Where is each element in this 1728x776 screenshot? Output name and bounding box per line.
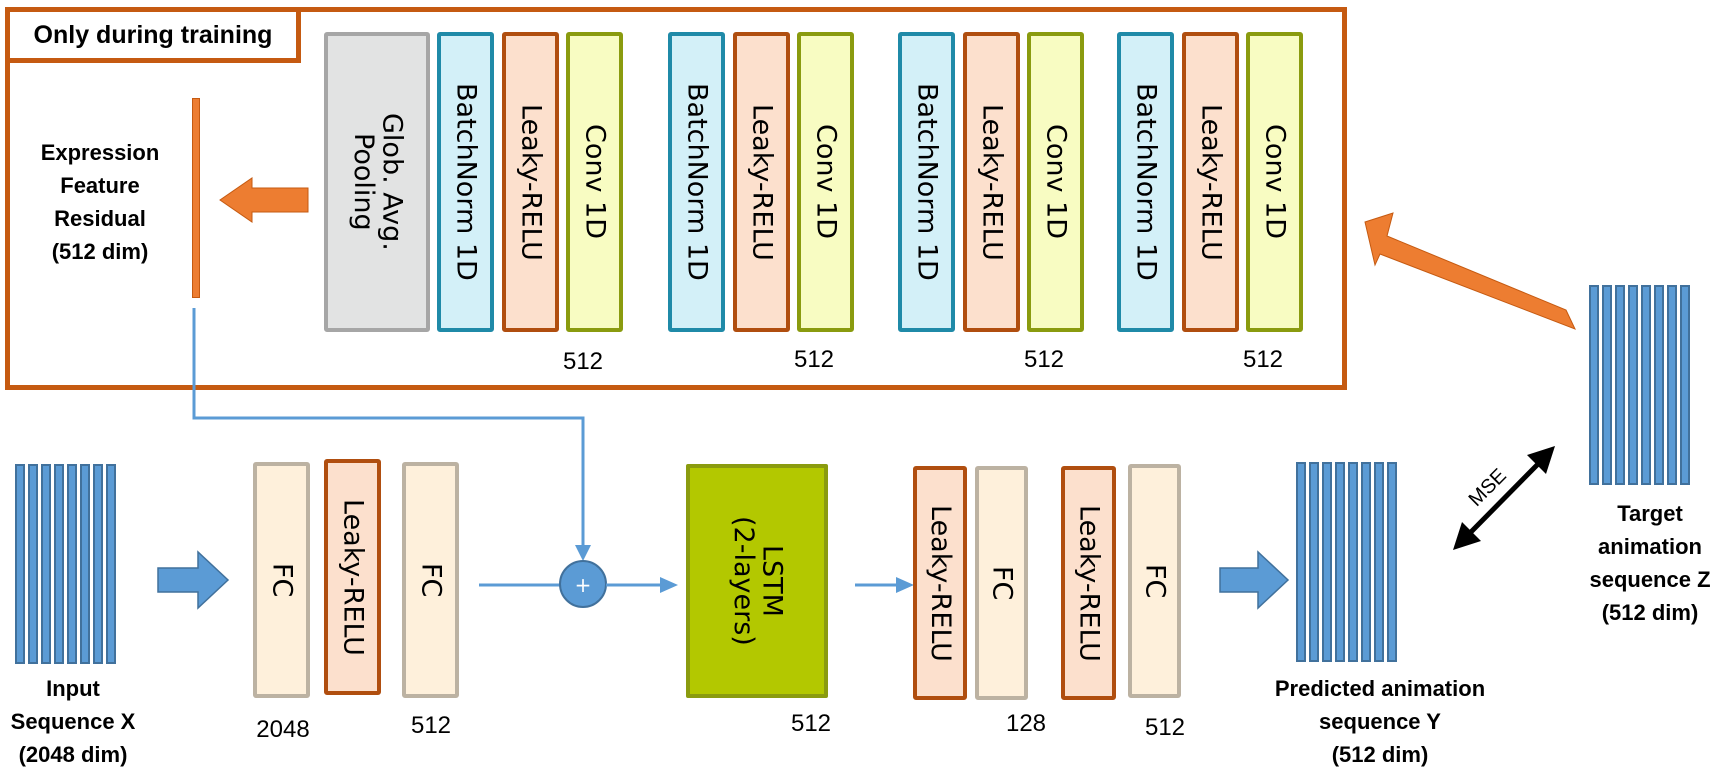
fc-text: FC xyxy=(986,565,1018,601)
sequence-frame-bar xyxy=(1361,462,1371,662)
conv1d-text: Conv 1D xyxy=(579,124,611,240)
lstm-to-decoder-arrowhead xyxy=(896,577,914,593)
mse-arrowhead-bottom xyxy=(1453,522,1481,550)
encoder-dim2-label: 512 xyxy=(410,712,452,739)
conv-dim-label: 512 xyxy=(793,346,835,373)
sequence-frame-bar xyxy=(1589,285,1599,485)
batchnorm-layer: BatchNorm 1D xyxy=(437,32,494,332)
sequence-frame-bar xyxy=(1348,462,1358,662)
sequence-frame-bar xyxy=(28,464,38,664)
target-to-training-arrow xyxy=(1364,212,1576,330)
batchnorm-text: BatchNorm 1D xyxy=(1130,83,1162,281)
sequence-frame-bar xyxy=(93,464,103,664)
sequence-frame-bar xyxy=(1296,462,1306,662)
conv1d-layer: Conv 1D xyxy=(1027,32,1084,332)
batchnorm-layer: BatchNorm 1D xyxy=(1117,32,1174,332)
fc-text: FC xyxy=(266,562,298,598)
training-only-title: Only during training xyxy=(5,7,301,63)
input-sequence-label: Input Sequence X (2048 dim) xyxy=(10,676,136,767)
predicted-sequence-y xyxy=(1296,462,1400,662)
encoder-fc2-layer: FC xyxy=(402,462,459,698)
decoder-fc2-layer: FC xyxy=(1128,464,1181,698)
target-sequence-label: Target animation sequence Z (512 dim) xyxy=(1589,501,1711,625)
sequence-frame-bar xyxy=(1387,462,1397,662)
output-arrow xyxy=(1219,550,1290,610)
conv1d-text: Conv 1D xyxy=(810,124,842,240)
mse-arrowhead-top xyxy=(1527,446,1555,474)
decoder-leaky-relu1-layer: Leaky-RELU xyxy=(913,466,967,700)
conv1d-layer: Conv 1D xyxy=(797,32,854,332)
sequence-frame-bar xyxy=(1615,285,1625,485)
pooling-to-residual-arrow xyxy=(219,177,309,223)
expression-feature-residual-label: Expression Feature Residual (512 dim) xyxy=(40,140,160,264)
conv1d-text: Conv 1D xyxy=(1259,124,1291,240)
batchnorm-layer: BatchNorm 1D xyxy=(668,32,725,332)
residual-vector xyxy=(192,98,200,298)
encoder-leaky-relu-layer: Leaky-RELU xyxy=(324,459,381,695)
residual-skip-arrowhead xyxy=(575,545,591,561)
decoder-fc1-layer: FC xyxy=(975,466,1028,700)
sequence-frame-bar xyxy=(67,464,77,664)
leaky-relu-layer: Leaky-RELU xyxy=(963,32,1020,332)
add-to-lstm-arrowhead xyxy=(660,577,678,593)
leaky-relu-text: Leaky-RELU xyxy=(746,103,778,261)
batchnorm-text: BatchNorm 1D xyxy=(681,83,713,281)
conv1d-text: Conv 1D xyxy=(1040,124,1072,240)
leaky-relu-text: Leaky-RELU xyxy=(337,498,369,656)
sequence-frame-bar xyxy=(1322,462,1332,662)
sequence-frame-bar xyxy=(1602,285,1612,485)
sequence-frame-bar xyxy=(1654,285,1664,485)
sequence-frame-bar xyxy=(106,464,116,664)
conv-dim-label: 512 xyxy=(1023,346,1065,373)
predicted-sequence-label: Predicted animation sequence Y (512 dim) xyxy=(1274,676,1486,767)
fc-text: FC xyxy=(1139,563,1171,599)
leaky-relu-text: Leaky-RELU xyxy=(1195,103,1227,261)
mse-double-arrow-line xyxy=(1466,459,1543,537)
leaky-relu-layer: Leaky-RELU xyxy=(502,32,559,332)
leaky-relu-layer: Leaky-RELU xyxy=(733,32,790,332)
leaky-relu-text: Leaky-RELU xyxy=(1073,504,1105,662)
lstm-text: LSTM (2-layers) xyxy=(728,516,788,646)
sequence-frame-bar xyxy=(1628,285,1638,485)
leaky-relu-text: Leaky-RELU xyxy=(925,504,957,662)
sequence-frame-bar xyxy=(1641,285,1651,485)
sequence-frame-bar xyxy=(41,464,51,664)
conv-dim-label: 512 xyxy=(1242,346,1284,373)
sequence-frame-bar xyxy=(80,464,90,664)
conv1d-layer: Conv 1D xyxy=(566,32,623,332)
conv-dim-label: 512 xyxy=(562,348,604,375)
sequence-frame-bar xyxy=(1374,462,1384,662)
encoder-dim1-label: 2048 xyxy=(256,716,310,743)
decoder-leaky-relu2-layer: Leaky-RELU xyxy=(1061,466,1116,700)
leaky-relu-layer: Leaky-RELU xyxy=(1182,32,1239,332)
batchnorm-text: BatchNorm 1D xyxy=(911,83,943,281)
pooling-text: Glob. Avg. Pooling xyxy=(348,113,408,251)
decoder-dim2-label: 512 xyxy=(1144,714,1186,741)
sequence-frame-bar xyxy=(1335,462,1345,662)
decoder-dim1-label: 128 xyxy=(1005,710,1047,737)
global-avg-pooling-layer: Glob. Avg. Pooling xyxy=(324,32,430,332)
input-sequence-x xyxy=(15,464,119,664)
fc-text: FC xyxy=(415,562,447,598)
sequence-frame-bar xyxy=(1667,285,1677,485)
input-arrow xyxy=(157,550,230,610)
residual-skip-line xyxy=(192,308,585,548)
lstm-layer: LSTM (2-layers) xyxy=(686,464,828,698)
encoder-fc1-layer: FC xyxy=(253,462,310,698)
batchnorm-text: BatchNorm 1D xyxy=(450,83,482,281)
add-symbol: + xyxy=(575,573,592,597)
target-sequence-z xyxy=(1589,285,1693,485)
lstm-dim-label: 512 xyxy=(790,710,832,737)
training-only-frame xyxy=(5,7,1347,390)
sequence-frame-bar xyxy=(15,464,25,664)
mse-label: MSE xyxy=(1465,465,1511,511)
leaky-relu-text: Leaky-RELU xyxy=(515,103,547,261)
sequence-frame-bar xyxy=(1680,285,1690,485)
leaky-relu-text: Leaky-RELU xyxy=(976,103,1008,261)
conv1d-layer: Conv 1D xyxy=(1246,32,1303,332)
sequence-frame-bar xyxy=(1309,462,1319,662)
sequence-frame-bar xyxy=(54,464,64,664)
batchnorm-layer: BatchNorm 1D xyxy=(898,32,955,332)
